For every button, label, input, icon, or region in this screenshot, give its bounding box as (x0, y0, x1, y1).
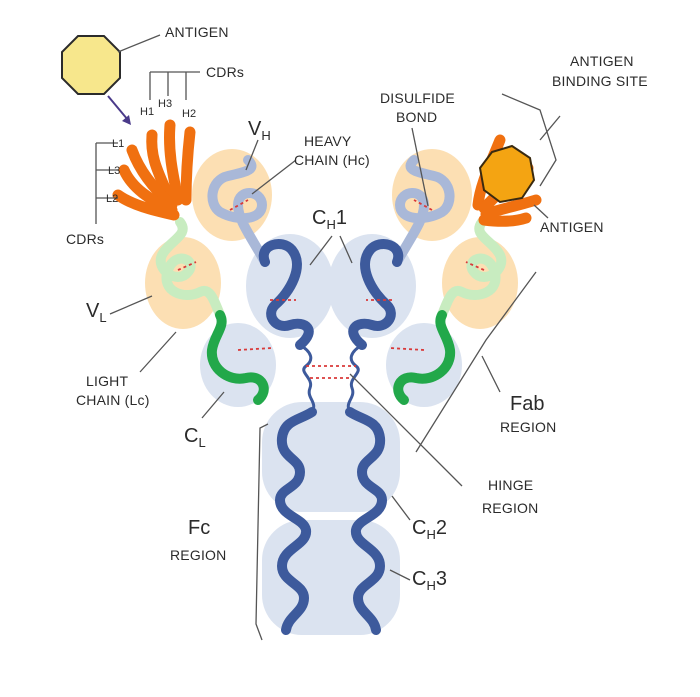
left-light-constant (206, 310, 269, 405)
cl-left-shade (200, 323, 276, 407)
label-h1: H1 (140, 106, 154, 118)
label-heavy-chain-1: HEAVY (304, 133, 352, 149)
right-light-constant (393, 310, 456, 405)
label-antigen-top: ANTIGEN (165, 24, 229, 40)
fc-left-chain (275, 407, 317, 635)
leader-heavy-chain (251, 159, 297, 195)
label-fc-1: Fc (188, 517, 210, 539)
label-h2: H2 (182, 108, 196, 120)
left-heavy-ch1 (258, 239, 314, 350)
right-bound-antigen (478, 144, 536, 204)
antigen-arrow (107, 95, 129, 121)
label-vl: VL (86, 300, 107, 325)
right-fab (348, 134, 542, 405)
hinge-left (298, 343, 316, 414)
leader-fc (255, 423, 269, 641)
label-cdrs-heavy: CDRs (206, 64, 244, 80)
label-l2: L2 (106, 193, 118, 205)
label-binding-site-1: ANTIGEN (570, 53, 634, 69)
free-antigen-octagon (61, 35, 121, 95)
right-heavy-variable (392, 155, 455, 267)
leader-light-chain (139, 331, 177, 373)
label-l3: L3 (108, 165, 120, 177)
leader-cdrs-light-bracket (95, 142, 118, 224)
label-hinge-2: REGION (482, 500, 538, 516)
left-cdr-fingers (112, 119, 196, 221)
label-ch1: CH1 (312, 207, 347, 232)
leader-ch3 (389, 569, 411, 581)
left-heavy-variable (207, 155, 270, 267)
label-fc-2: REGION (170, 547, 226, 563)
label-l1: L1 (112, 138, 124, 150)
leader-fab (415, 271, 537, 453)
antigen-arrow-head (122, 115, 131, 125)
label-hinge-1: HINGE (488, 477, 533, 493)
left-cdr-l1 (126, 144, 178, 211)
leader-vl (109, 295, 153, 315)
cl-right-shade (386, 323, 462, 407)
leader-cdrs-heavy-bracket (149, 71, 200, 100)
label-light-chain-2: CHAIN (Lc) (76, 392, 150, 408)
right-light-variable (437, 217, 507, 320)
right-heavy-ch1 (348, 239, 404, 350)
left-cdr-h2 (180, 126, 196, 206)
label-disulfide-2: BOND (396, 109, 437, 125)
fc-right-chain (345, 407, 387, 635)
fc-region (275, 407, 387, 635)
left-light-variable (155, 217, 225, 320)
hinge-right (346, 343, 364, 414)
labels: ANTIGEN CDRs H1 H3 H2 L1 L3 L2 CDRs VH H… (66, 24, 648, 593)
leader-hinge (349, 373, 463, 487)
label-fab-1: Fab (510, 393, 544, 415)
leader-disulfide (411, 127, 429, 207)
leader-cl (201, 391, 225, 419)
label-heavy-chain-2: CHAIN (Hc) (294, 152, 370, 168)
label-light-chain-1: LIGHT (86, 373, 128, 389)
left-fab (112, 119, 314, 405)
leader-vh (245, 139, 259, 171)
leader-ch1 (309, 235, 353, 266)
right-cdr-4 (478, 212, 532, 227)
leader-lines (95, 34, 561, 641)
label-ch2: CH2 (412, 517, 447, 542)
leader-antigen-top (117, 34, 161, 53)
label-cl: CL (184, 425, 206, 450)
label-disulfide-1: DISULFIDE (380, 90, 455, 106)
vl-left-shade (145, 237, 221, 329)
label-vh: VH (248, 118, 271, 143)
right-cdr-3 (480, 194, 542, 220)
vl-right-shade (442, 237, 518, 329)
leader-ch2 (391, 495, 411, 521)
leader-antigen-right (533, 204, 549, 219)
label-cdrs-light: CDRs (66, 231, 104, 247)
hinge (298, 343, 364, 414)
leader-binding-site (501, 93, 561, 187)
left-cdr-h3 (164, 119, 184, 206)
left-cdr-l3 (118, 164, 178, 216)
label-h3: H3 (158, 98, 172, 110)
label-fab-2: REGION (500, 419, 556, 435)
label-binding-site-2: BINDING SITE (552, 73, 648, 89)
left-cdr-l2 (112, 189, 180, 221)
label-ch3: CH3 (412, 568, 447, 593)
label-antigen-right: ANTIGEN (540, 219, 604, 235)
